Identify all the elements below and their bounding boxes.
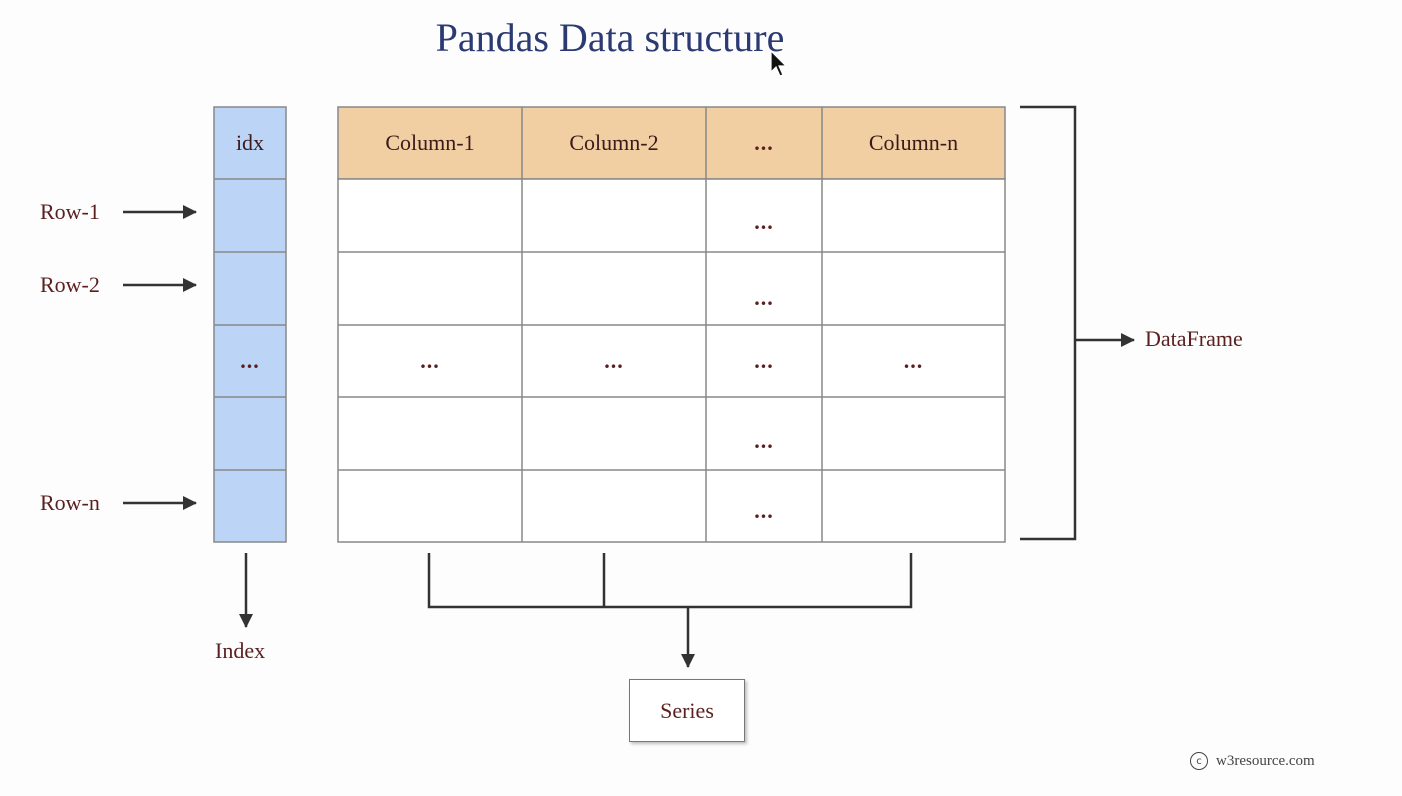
column-header-1: Column-1: [385, 130, 475, 155]
copyright-icon: c: [1190, 752, 1208, 770]
cell-ellipsis: ...: [903, 348, 924, 373]
cell-ellipsis: ...: [754, 428, 774, 453]
row-n-label: Row-n: [40, 490, 100, 515]
cell-ellipsis: ...: [604, 348, 624, 373]
column-header-2: Column-2: [569, 130, 659, 155]
index-header: idx: [235, 130, 265, 155]
dataframe-label: DataFrame: [1145, 326, 1243, 351]
series-bracket: [427, 553, 913, 609]
row-1-label: Row-1: [40, 199, 100, 224]
mouse-cursor-icon: [770, 50, 788, 77]
index-column: [213, 106, 287, 543]
diagram-title: Pandas Data structure: [435, 15, 785, 60]
series-label: Series: [629, 679, 745, 742]
column-header-ellipsis: ...: [754, 130, 774, 155]
cell-ellipsis: ...: [754, 285, 774, 310]
cell-ellipsis: ...: [754, 348, 774, 373]
dataframe-table: [337, 106, 1006, 543]
cell-ellipsis: ...: [754, 498, 774, 523]
copyright-credit: c w3resource.com: [1190, 752, 1315, 770]
cell-ellipsis: ...: [420, 348, 440, 373]
row-2-label: Row-2: [40, 272, 100, 297]
cell-ellipsis: ...: [754, 209, 774, 234]
dataframe-bracket: [1020, 105, 1077, 541]
index-label: Index: [215, 638, 266, 663]
index-ellipsis: ...: [240, 348, 260, 373]
column-header-n: Column-n: [868, 130, 959, 155]
credit-text: w3resource.com: [1216, 752, 1315, 769]
